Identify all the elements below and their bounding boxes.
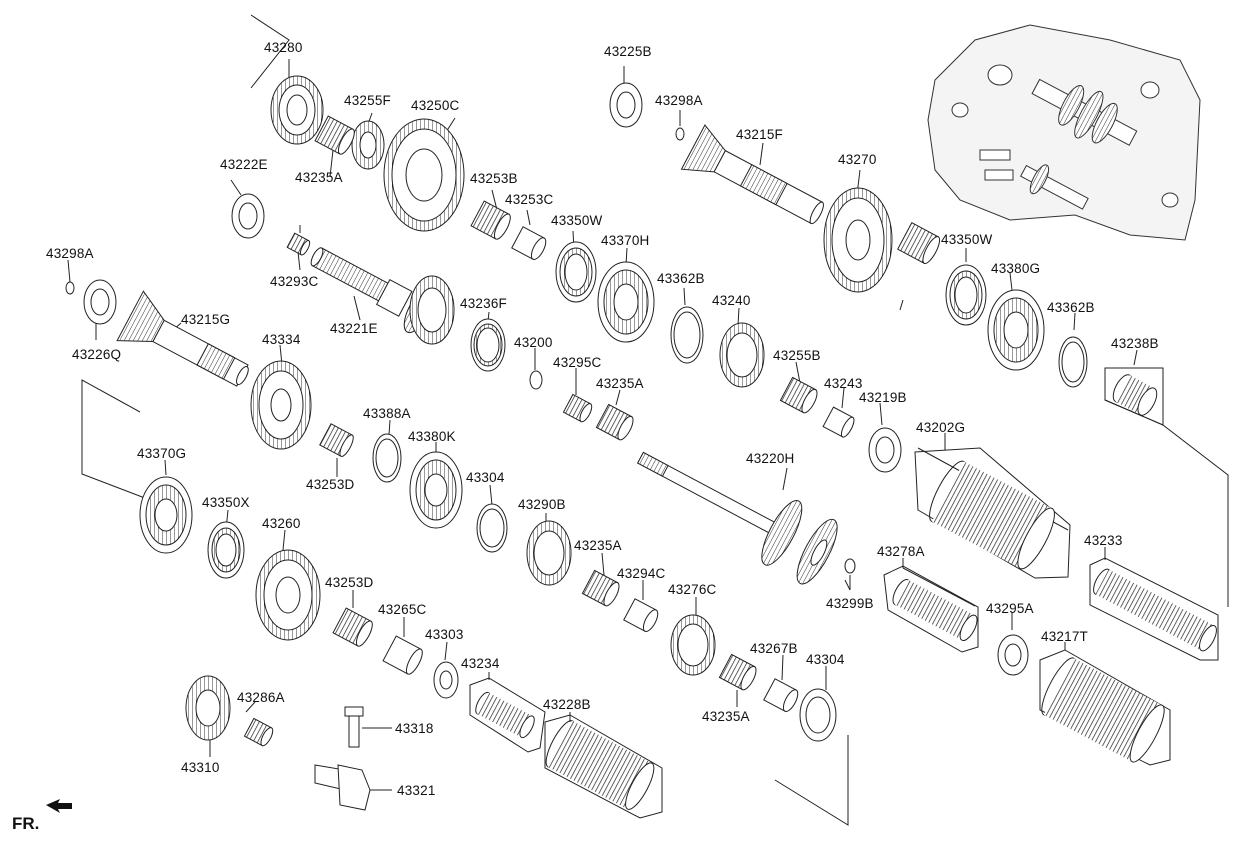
part-label[interactable]: 43299B	[826, 596, 874, 611]
part-label[interactable]: 43298A	[655, 93, 703, 108]
part-label[interactable]: 43295C	[553, 355, 602, 370]
part-label[interactable]: 43255B	[773, 348, 821, 363]
part-label[interactable]: 43380G	[991, 261, 1041, 276]
spring-43233	[1090, 567, 1220, 654]
part-label[interactable]: 43304	[466, 470, 505, 485]
part-label[interactable]: 43253D	[306, 477, 355, 492]
part-label[interactable]: 43318	[395, 721, 434, 736]
transmission-case-illustration	[928, 25, 1200, 240]
part-label[interactable]: 43235A	[574, 538, 622, 553]
part-label[interactable]: 43202G	[916, 420, 966, 435]
needle-bearings	[244, 116, 942, 747]
spring-packs	[473, 372, 1220, 813]
part-label[interactable]: 43233	[1084, 533, 1123, 548]
part-label[interactable]: 43295A	[986, 601, 1034, 616]
part-label[interactable]: 43235A	[702, 709, 750, 724]
part-label[interactable]: 43255F	[344, 93, 391, 108]
part-label[interactable]: 43200	[514, 335, 553, 350]
spring-43202g	[923, 457, 1061, 573]
spring-43278a	[890, 577, 981, 643]
part-label[interactable]: 43260	[262, 516, 301, 531]
part-label[interactable]: 43250C	[411, 98, 460, 113]
front-direction-arrow-icon	[46, 799, 72, 813]
part-label[interactable]: 43298A	[46, 246, 94, 261]
part-label[interactable]: 43221E	[330, 321, 378, 336]
part-label[interactable]: 43276C	[668, 582, 717, 597]
part-label[interactable]: 43215F	[736, 127, 783, 142]
part-label[interactable]: 43303	[425, 627, 464, 642]
gears	[186, 76, 892, 740]
part-label[interactable]: 43234	[461, 656, 500, 671]
part-label[interactable]: 43253B	[470, 171, 518, 186]
part-label[interactable]: 43294C	[617, 566, 666, 581]
part-label[interactable]: 43235A	[295, 170, 343, 185]
part-label[interactable]: 43278A	[877, 544, 925, 559]
part-label[interactable]: 43236F	[460, 296, 507, 311]
part-label[interactable]: 43350W	[551, 213, 603, 228]
spring-43234	[473, 690, 537, 739]
part-label[interactable]: 43334	[262, 332, 301, 347]
front-orientation-label: FR.	[12, 814, 40, 833]
part-label[interactable]: 43362B	[657, 271, 705, 286]
part-label[interactable]: 43228B	[543, 697, 591, 712]
part-label[interactable]: 43238B	[1111, 336, 1159, 351]
part-label[interactable]: 43265C	[378, 602, 427, 617]
part-label[interactable]: 43304	[806, 652, 845, 667]
part-label[interactable]: 43253D	[325, 575, 374, 590]
part-label[interactable]: 43235A	[596, 376, 644, 391]
spring-43228b	[541, 717, 659, 813]
part-label[interactable]: 43293C	[270, 274, 319, 289]
part-label[interactable]: 43380K	[408, 429, 456, 444]
spring-43238b	[1109, 372, 1160, 418]
part-label[interactable]: 43226Q	[72, 347, 122, 362]
part-label[interactable]: 43370G	[137, 446, 187, 461]
part-label[interactable]: 43370H	[601, 233, 650, 248]
part-label[interactable]: 43388A	[363, 406, 411, 421]
part-label[interactable]: 43222E	[220, 157, 268, 172]
part-label[interactable]: 43280	[264, 40, 303, 55]
part-label[interactable]: 43240	[712, 293, 751, 308]
part-label[interactable]: 43290B	[518, 497, 566, 512]
part-label[interactable]: 43310	[181, 760, 220, 775]
part-label[interactable]: 43350X	[202, 495, 250, 510]
bolt-and-fork	[315, 707, 370, 810]
part-label[interactable]: 43243	[824, 376, 863, 391]
part-label[interactable]: 43253C	[505, 192, 554, 207]
part-label[interactable]: 43362B	[1047, 300, 1095, 315]
part-label[interactable]: 43350W	[941, 232, 993, 247]
spring-boxes	[470, 368, 1218, 818]
part-label[interactable]: 43217T	[1041, 629, 1088, 644]
part-label[interactable]: 43220H	[746, 451, 795, 466]
rings	[66, 83, 1087, 741]
part-label[interactable]: 43321	[397, 783, 436, 798]
part-label[interactable]: 43286A	[237, 690, 285, 705]
part-label[interactable]: 43225B	[604, 44, 652, 59]
hubs	[140, 262, 1044, 553]
part-label[interactable]: 43270	[838, 152, 877, 167]
part-label[interactable]: 43215G	[181, 312, 231, 327]
spring-43217t	[1036, 654, 1170, 766]
part-label[interactable]: 43219B	[859, 390, 907, 405]
part-label[interactable]: 43267B	[750, 641, 798, 656]
